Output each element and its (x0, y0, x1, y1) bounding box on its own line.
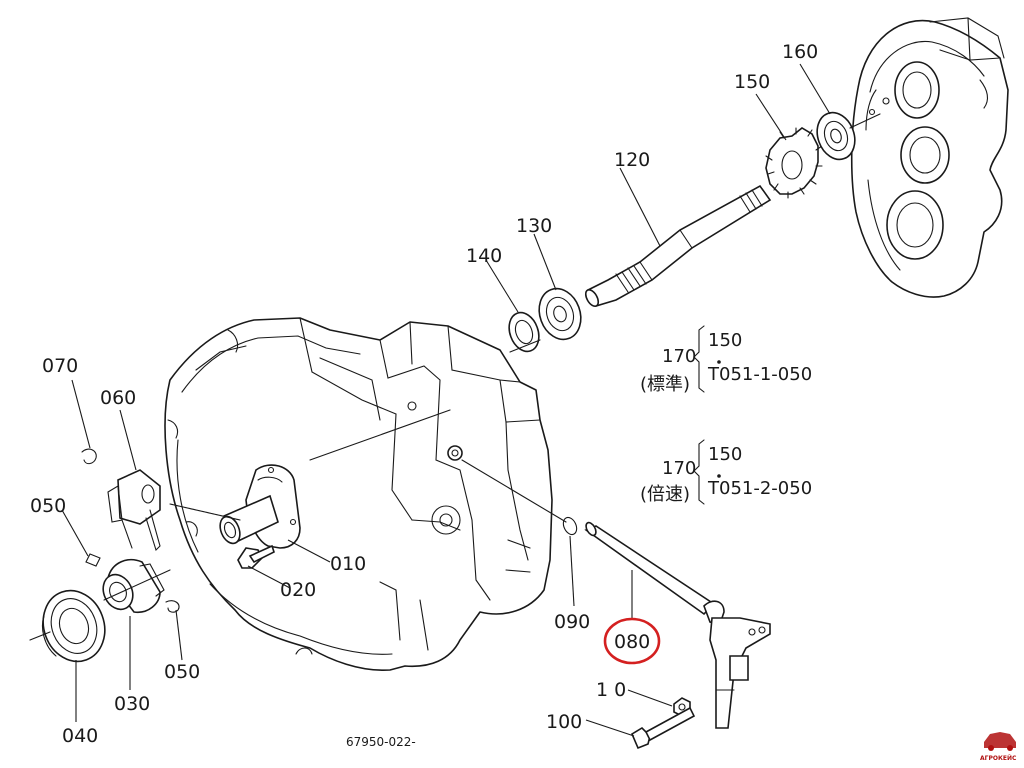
note-double-ref: 170 (662, 458, 696, 479)
clip-050-lower (165, 600, 180, 613)
clip-050-upper (85, 553, 101, 567)
note-standard-top: 150 (708, 330, 742, 351)
label-090: 090 (554, 611, 590, 633)
label-070: 070 (42, 355, 78, 377)
bearing-140 (508, 311, 540, 353)
label-140: 140 (466, 245, 502, 267)
leader-lines (29, 63, 881, 737)
note-standard-ref: 170 (662, 346, 696, 367)
bolt-020 (237, 544, 275, 569)
note-standard-caption: (標準) (640, 374, 690, 395)
label-060: 060 (100, 387, 136, 409)
label-010: 010 (330, 553, 366, 575)
label-040: 040 (62, 725, 98, 747)
note-standard: 170 150 T051-1-050 (標準) (640, 325, 812, 395)
label-160: 160 (782, 41, 818, 63)
label-150: 150 (734, 71, 770, 93)
o-ring-090 (562, 516, 578, 536)
gear-150 (765, 127, 823, 199)
bearing-160 (816, 111, 856, 161)
watermark-logo: АГРОКЕЙС (980, 732, 1017, 762)
release-lever (709, 617, 771, 729)
label-080: 080 (614, 631, 650, 653)
note-standard-bottom: T051-1-050 (707, 364, 812, 385)
label-050-upper: 050 (30, 495, 66, 517)
drawing-number: 67950-022- (346, 735, 416, 749)
label-120: 120 (614, 149, 650, 171)
label-020: 020 (280, 579, 316, 601)
bearing-carrier-010 (219, 464, 301, 549)
label-10: 1 0 (596, 679, 626, 701)
dust-cover-040 (41, 589, 106, 663)
label-030: 030 (114, 693, 150, 715)
clip-070 (81, 448, 97, 465)
bearing-130 (538, 287, 582, 341)
part-labels: 070 060 050 010 020 050 030 040 090 080 … (30, 41, 818, 747)
shaft-120 (584, 184, 772, 307)
label-050-lower: 050 (164, 661, 200, 683)
clutch-housing (164, 317, 553, 671)
highlight-circle (603, 617, 661, 665)
note-double-bottom: T051-2-050 (707, 478, 812, 499)
release-fork-060 (107, 469, 161, 552)
release-shaft-080 (584, 521, 725, 625)
bolt-100 (630, 706, 696, 750)
note-double: 170 150 T051-2-050 (倍速) (640, 439, 812, 505)
label-130: 130 (516, 215, 552, 237)
label-100: 100 (546, 711, 582, 733)
end-housing-plate (850, 17, 1009, 298)
watermark-text: АГРОКЕЙС (980, 754, 1017, 762)
release-bearing-030 (102, 558, 165, 614)
note-double-caption: (倍速) (640, 484, 690, 505)
note-double-top: 150 (708, 444, 742, 465)
